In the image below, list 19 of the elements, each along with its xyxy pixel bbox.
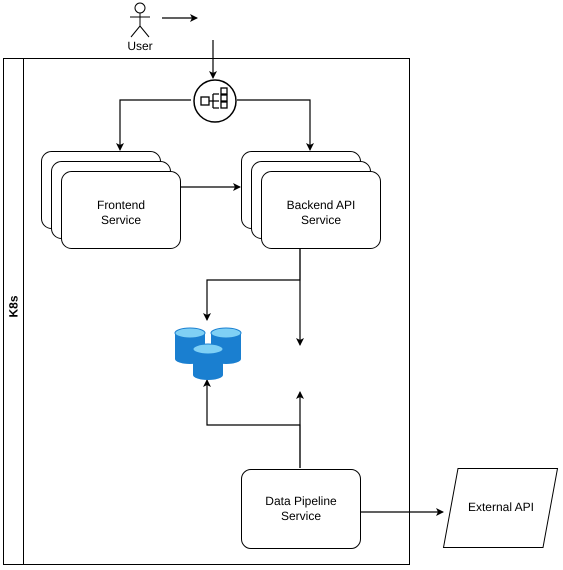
service-box: Data Pipeline Service	[241, 469, 361, 549]
system-label: External API	[466, 500, 536, 515]
external-system-parallelogram	[443, 468, 558, 548]
arrow	[296, 248, 304, 346]
stacked-service-box	[241, 151, 381, 249]
arrow	[296, 391, 304, 468]
service-label: Backend API Service	[286, 198, 356, 228]
arrow	[237, 99, 314, 151]
arrow	[360, 508, 444, 516]
arrow	[180, 183, 241, 191]
cluster-title: K8s	[6, 294, 22, 320]
arrow	[116, 99, 191, 151]
actor-label: User	[126, 39, 154, 54]
load-balancer-icon	[192, 79, 238, 123]
service-label: Frontend Service	[96, 198, 146, 228]
stacked-service-box	[41, 151, 181, 249]
arrow	[209, 40, 217, 79]
arrow	[162, 14, 198, 22]
cluster-container	[3, 58, 410, 565]
